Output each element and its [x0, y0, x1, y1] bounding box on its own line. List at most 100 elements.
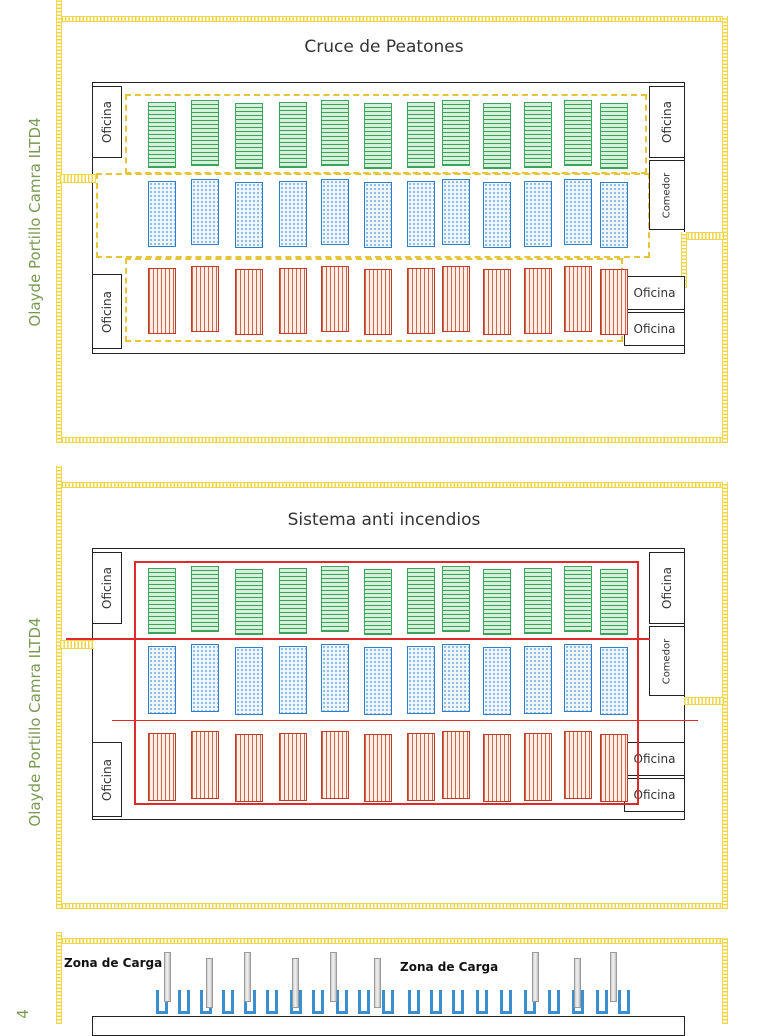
- rack-b-8: [442, 179, 470, 245]
- rack-b-10: [524, 646, 552, 714]
- rack-r-1: [148, 733, 176, 801]
- rack-b-9: [483, 182, 511, 248]
- rack-b-3: [235, 182, 263, 248]
- rack-g-7: [407, 568, 435, 634]
- rack-g-2: [191, 566, 219, 632]
- truck-6: [374, 958, 381, 1008]
- loading-dock-19: [572, 990, 584, 1014]
- rack-r-8: [442, 731, 470, 799]
- fire-line-bottom: [134, 803, 639, 805]
- rack-r-7: [407, 268, 435, 334]
- rack-g-6: [364, 103, 392, 169]
- author-label-1: Olayde Portillo Camra ILTD4: [26, 117, 44, 327]
- loading-dock-7: [290, 990, 302, 1014]
- perimeter-top: [58, 16, 728, 22]
- rack-g-3: [235, 103, 263, 169]
- comedor: Comedor: [649, 626, 685, 696]
- floor-title: Sistema anti incendios: [287, 510, 481, 530]
- rack-b-1: [148, 646, 176, 714]
- rack-b-6: [364, 182, 392, 248]
- office-bottom-right-1: Oficina: [624, 742, 685, 776]
- office-bottom-right-2: Oficina: [624, 312, 685, 346]
- truck-9: [610, 952, 617, 1002]
- fire-line-left: [134, 561, 136, 805]
- office-left-bottom: Oficina: [92, 274, 122, 349]
- rack-g-7: [407, 102, 435, 168]
- rack-r-12: [600, 734, 628, 802]
- perimeter-top: [58, 482, 728, 488]
- loading-dock-15: [476, 990, 488, 1014]
- rack-r-11: [564, 266, 592, 332]
- rack-b-4: [279, 646, 307, 714]
- rack-r-9: [483, 734, 511, 802]
- office-bottom-right-1: Oficina: [624, 276, 685, 310]
- pedestrian-entry-left: [60, 174, 96, 183]
- rack-g-5: [321, 566, 349, 632]
- rack-g-11: [564, 566, 592, 632]
- rack-b-6: [364, 647, 392, 715]
- fire-line-right: [637, 561, 639, 805]
- perimeter-top: [58, 938, 728, 944]
- pedestrian-connector-right: [681, 232, 687, 288]
- loading-dock-8: [312, 990, 324, 1014]
- rack-g-8: [442, 566, 470, 632]
- loading-dock-10: [358, 990, 370, 1014]
- rack-b-11: [564, 179, 592, 245]
- rack-g-1: [148, 568, 176, 634]
- rack-r-4: [279, 268, 307, 334]
- perimeter-bottom: [58, 903, 728, 909]
- rack-r-4: [279, 733, 307, 801]
- rack-g-2: [191, 100, 219, 166]
- loading-dock-18: [548, 990, 560, 1014]
- truck-7: [532, 952, 539, 1002]
- loading-dock-11: [382, 990, 394, 1014]
- loading-dock-1: [156, 990, 168, 1014]
- fire-line-top: [134, 561, 639, 563]
- rack-r-8: [442, 266, 470, 332]
- loading-dock-17: [524, 990, 536, 1014]
- rack-r-9: [483, 269, 511, 335]
- loading-dock-14: [452, 990, 464, 1014]
- rack-r-5: [321, 266, 349, 332]
- rack-b-10: [524, 181, 552, 247]
- perimeter-left: [56, 932, 62, 1024]
- truck-1: [164, 952, 171, 1002]
- rack-g-9: [483, 103, 511, 169]
- comedor: Comedor: [649, 160, 685, 230]
- loading-dock-13: [430, 990, 442, 1014]
- loading-zone-label-left: Zona de Carga: [64, 956, 163, 970]
- rack-g-4: [279, 568, 307, 634]
- loading-dock-16: [500, 990, 512, 1014]
- perimeter-right: [722, 16, 728, 443]
- rack-b-7: [407, 181, 435, 247]
- entry-left: [60, 640, 94, 649]
- truck-4: [292, 958, 299, 1008]
- loading-dock-21: [618, 990, 630, 1014]
- rack-b-12: [600, 647, 628, 715]
- truck-2: [206, 958, 213, 1008]
- rack-r-3: [235, 269, 263, 335]
- perimeter-right: [722, 482, 728, 909]
- rack-r-6: [364, 734, 392, 802]
- office-left-bottom: Oficina: [92, 742, 122, 817]
- rack-b-2: [191, 179, 219, 245]
- rack-r-10: [524, 733, 552, 801]
- rack-g-5: [321, 100, 349, 166]
- rack-b-3: [235, 647, 263, 715]
- rack-g-1: [148, 102, 176, 168]
- floor-title: Cruce de Peatones: [304, 37, 464, 57]
- rack-r-3: [235, 734, 263, 802]
- loading-dock-12: [408, 990, 420, 1014]
- rack-g-8: [442, 100, 470, 166]
- rack-g-4: [279, 102, 307, 168]
- rack-r-2: [191, 731, 219, 799]
- perimeter-left: [56, 466, 62, 909]
- office-top-right: Oficina: [649, 86, 685, 158]
- rack-b-1: [148, 181, 176, 247]
- office-top-right: Oficina: [649, 552, 685, 624]
- fire-line-cross: [112, 720, 698, 721]
- loading-dock-5: [244, 990, 256, 1014]
- truck-5: [330, 952, 337, 1002]
- rack-g-6: [364, 569, 392, 635]
- rack-r-2: [191, 266, 219, 332]
